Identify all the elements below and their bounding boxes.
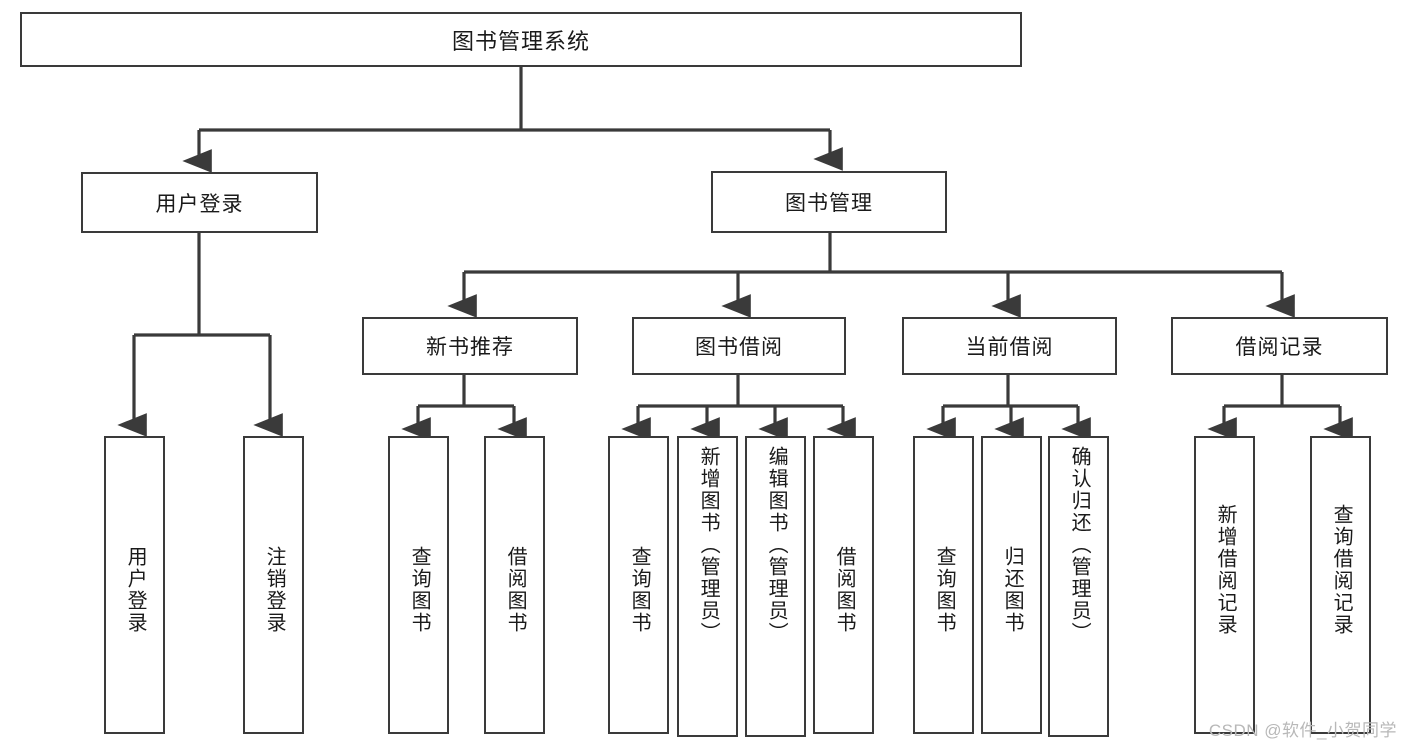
leaf-label: 查询图书 (408, 546, 431, 634)
node-new-book-recommend[interactable]: 新书推荐 (362, 317, 578, 375)
node-user-login[interactable]: 用户登录 (81, 172, 318, 233)
leaf-borrow-record-query-record[interactable]: 查询借阅记录 (1310, 436, 1371, 734)
node-label: 新书推荐 (426, 336, 514, 359)
watermark: CSDN @软件_小贺同学 (1208, 721, 1397, 740)
node-borrow-record[interactable]: 借阅记录 (1171, 317, 1388, 375)
node-current-borrow[interactable]: 当前借阅 (902, 317, 1117, 375)
leaf-label: 查询借阅记录 (1330, 504, 1353, 636)
leaf-book-borrow-borrow-book[interactable]: 借阅图书 (813, 436, 874, 734)
node-label: 图书管理系统 (451, 28, 590, 54)
leaf-borrow-record-add-record[interactable]: 新增借阅记录 (1194, 436, 1255, 734)
leaf-label: 查询图书 (933, 546, 956, 634)
leaf-label: 注销登录 (263, 546, 286, 634)
leaf-label: 确认归还（管理员） (1068, 446, 1091, 644)
leaf-user-login-logout[interactable]: 注销登录 (243, 436, 304, 734)
leaf-label: 新增借阅记录 (1214, 504, 1237, 636)
node-label: 借阅记录 (1235, 336, 1324, 359)
leaf-label: 归还图书 (1001, 546, 1024, 634)
leaf-book-borrow-add-book-admin[interactable]: 新增图书（管理员） (677, 436, 738, 737)
leaf-label: 编辑图书（管理员） (765, 446, 788, 644)
leaf-book-borrow-edit-book-admin[interactable]: 编辑图书（管理员） (745, 436, 806, 737)
node-root-book-management-system[interactable]: 图书管理系统 (20, 12, 1022, 67)
node-book-management[interactable]: 图书管理 (711, 171, 947, 233)
node-book-borrow[interactable]: 图书借阅 (632, 317, 846, 375)
leaf-new-book-borrow-book[interactable]: 借阅图书 (484, 436, 545, 734)
leaf-label: 借阅图书 (504, 546, 527, 634)
node-label: 图书借阅 (695, 336, 783, 359)
leaf-label: 借阅图书 (833, 546, 856, 634)
leaf-new-book-query-book[interactable]: 查询图书 (388, 436, 449, 734)
leaf-user-login-login[interactable]: 用户登录 (104, 436, 165, 734)
leaf-label: 新增图书（管理员） (697, 446, 720, 644)
leaf-label: 用户登录 (124, 546, 147, 634)
leaf-current-borrow-return-book[interactable]: 归还图书 (981, 436, 1042, 734)
leaf-current-borrow-query-book[interactable]: 查询图书 (913, 436, 974, 734)
node-label: 图书管理 (785, 192, 873, 215)
leaf-label: 查询图书 (628, 546, 651, 634)
leaf-book-borrow-query-book[interactable]: 查询图书 (608, 436, 669, 734)
node-label: 当前借阅 (965, 336, 1054, 359)
leaf-current-borrow-confirm-return-admin[interactable]: 确认归还（管理员） (1048, 436, 1109, 737)
node-label: 用户登录 (155, 192, 244, 216)
